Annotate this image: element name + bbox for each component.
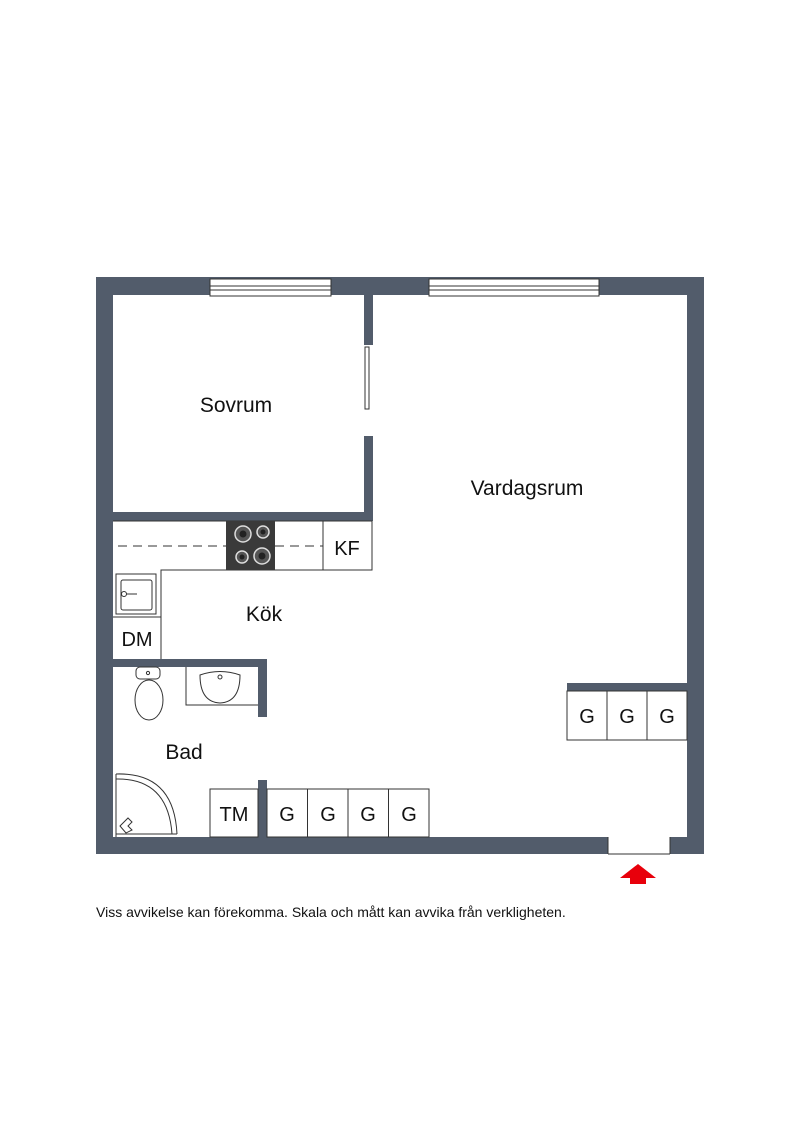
wardrobe-label: G (659, 706, 675, 728)
interior-walls (113, 295, 687, 837)
up-arrow-icon (620, 864, 656, 884)
sliding-door (364, 346, 370, 410)
toilet-icon (134, 666, 164, 721)
wardrobe-right (566, 690, 688, 741)
entrance-door (607, 837, 671, 855)
stove-icon (226, 521, 275, 570)
washing-machine (209, 788, 259, 838)
room-label-bathroom: Bad (165, 741, 202, 764)
wardrobe-label: G (401, 804, 417, 826)
disclaimer-text: Viss avvikelse kan förekomma. Skala och … (96, 904, 566, 920)
room-label-bedroom: Sovrum (200, 394, 272, 417)
washing-machine-label: TM (220, 804, 249, 826)
wardrobe-label: G (579, 706, 595, 728)
wardrobe-label: G (360, 804, 376, 826)
room-label-kitchen: Kök (246, 603, 283, 626)
wardrobe-label: G (619, 706, 635, 728)
room-label-living-room: Vardagsrum (471, 477, 584, 500)
washbasin-icon (185, 667, 258, 706)
fridge-freezer-label: KF (334, 538, 360, 560)
wardrobe-label: G (279, 804, 295, 826)
shower-icon (115, 773, 178, 837)
window-bedroom (209, 278, 332, 297)
wardrobe-label: G (320, 804, 336, 826)
wardrobe-bottom (266, 788, 430, 838)
window-living-room (428, 278, 600, 297)
outer-walls (96, 277, 704, 854)
kitchen-counter (113, 520, 373, 659)
dishwasher-label: DM (121, 629, 152, 651)
sink-icon (115, 573, 157, 615)
